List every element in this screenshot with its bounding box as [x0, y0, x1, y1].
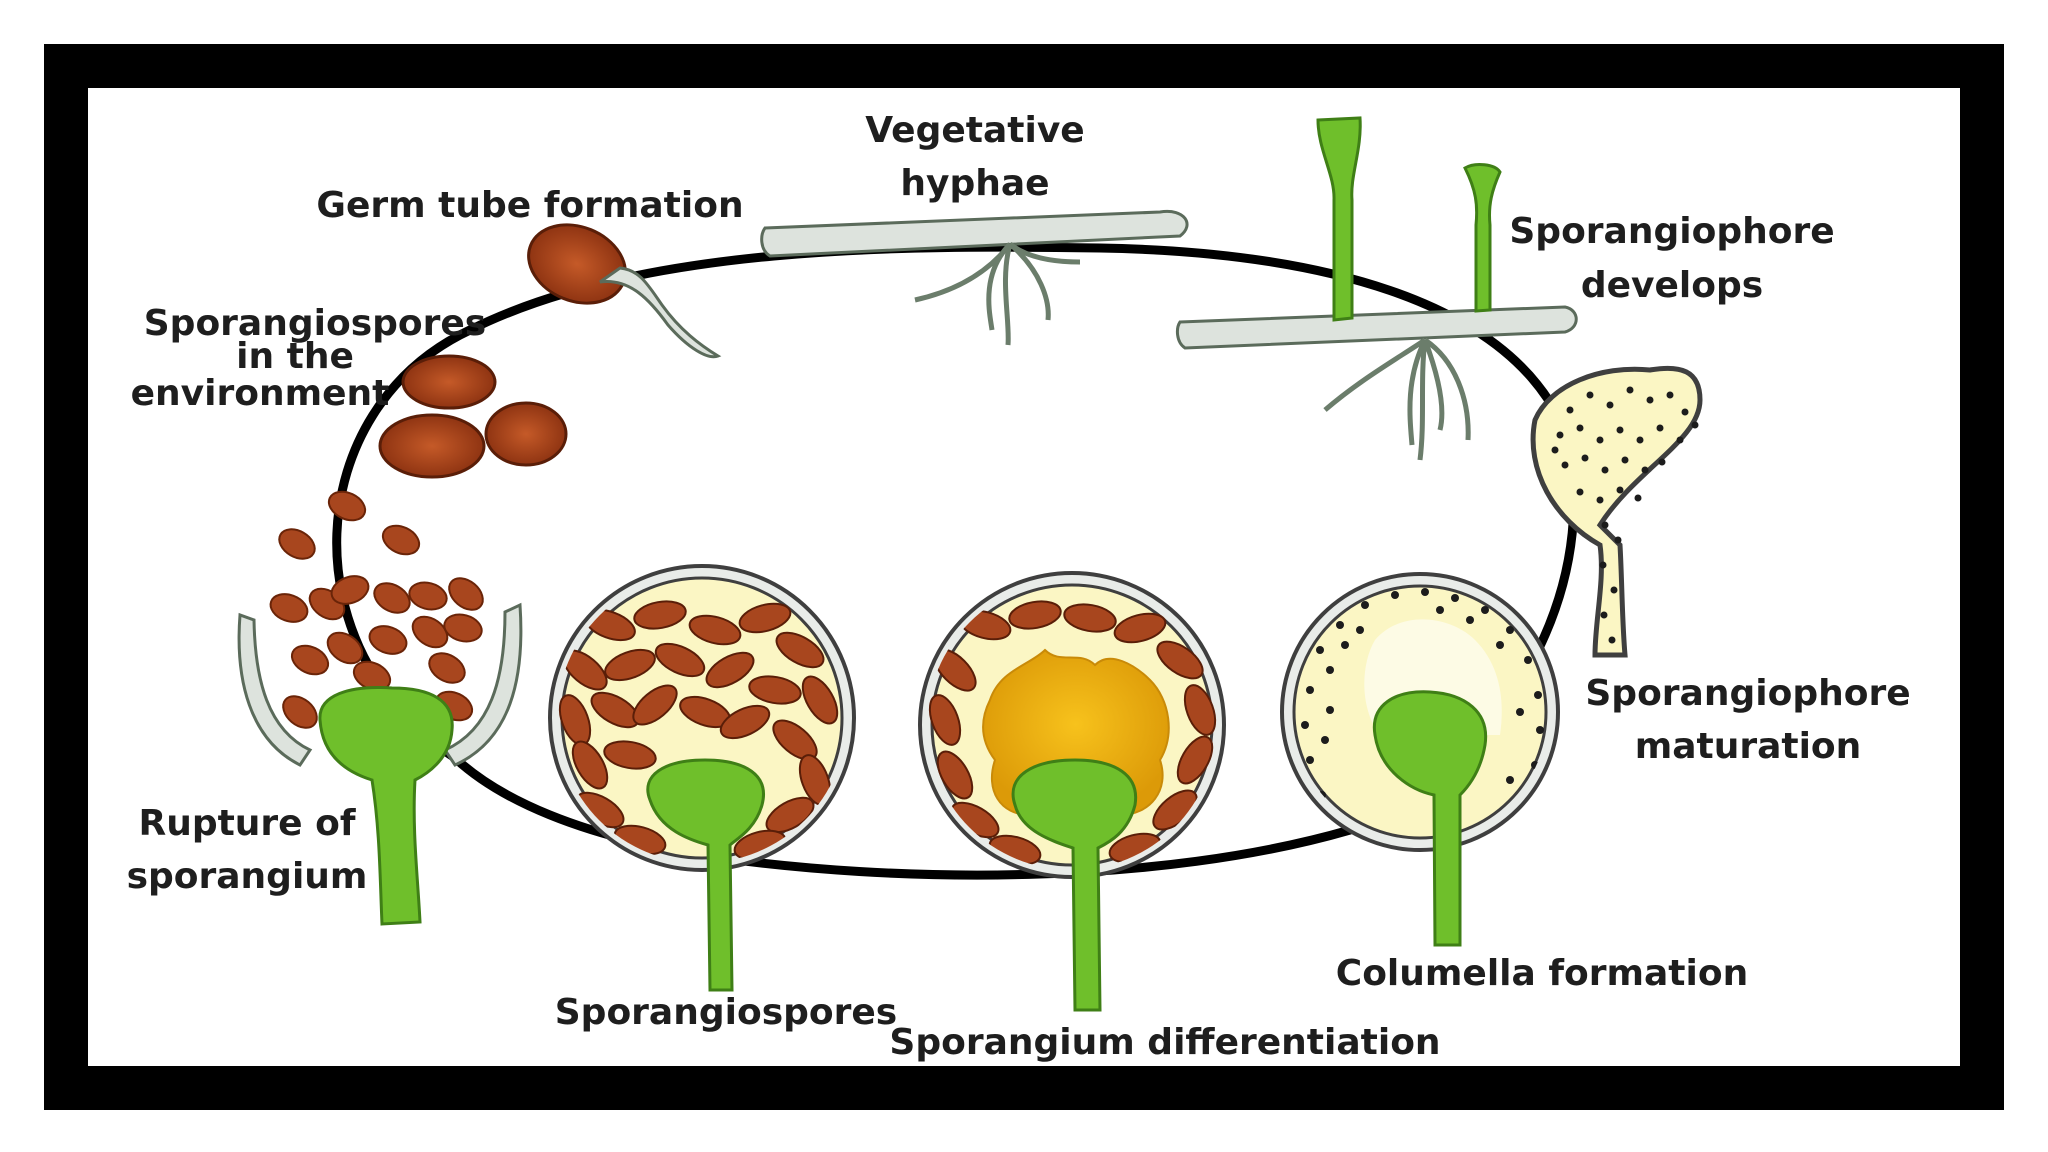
ruptured-sporangium-icon	[237, 602, 523, 926]
columella-formation-icon	[1280, 572, 1560, 947]
label-columella: Columella formation	[1336, 953, 1748, 994]
bottom-frame-strip	[44, 1066, 2004, 1110]
label-differentiation: Sporangium differentiation	[889, 1022, 1440, 1063]
sporangiophore-develops-icon	[1175, 116, 1578, 461]
label-sporangiophore-develops-1: Sporangiophore	[1509, 211, 1834, 252]
label-env-2: in the	[236, 336, 354, 377]
label-vegetative-hyphae-1: Vegetative	[865, 110, 1084, 151]
germ-tube-icon	[527, 223, 722, 359]
released-spores	[269, 490, 484, 729]
label-vegetative-hyphae-2: hyphae	[900, 163, 1049, 204]
sporangiospores-icon	[548, 564, 856, 992]
label-rupture-2: sporangium	[127, 856, 368, 897]
label-sporangiospores: Sporangiospores	[555, 992, 897, 1033]
label-rupture-1: Rupture of	[138, 803, 355, 844]
label-env-1: Sporangiospores	[144, 303, 486, 344]
cycle-path	[332, 242, 1579, 880]
sporangiophore-maturation-icon	[1530, 365, 1703, 658]
environment-spores	[378, 354, 568, 479]
vegetative-hypha-icon	[760, 209, 1189, 346]
label-germ-tube: Germ tube formation	[316, 185, 743, 226]
label-maturation-2: maturation	[1635, 726, 1862, 767]
label-maturation-1: Sporangiophore	[1585, 673, 1910, 714]
sporangium-differentiation-icon	[918, 571, 1226, 1012]
label-sporangiophore-develops-2: develops	[1581, 265, 1763, 306]
label-env-3: environment	[131, 373, 390, 414]
